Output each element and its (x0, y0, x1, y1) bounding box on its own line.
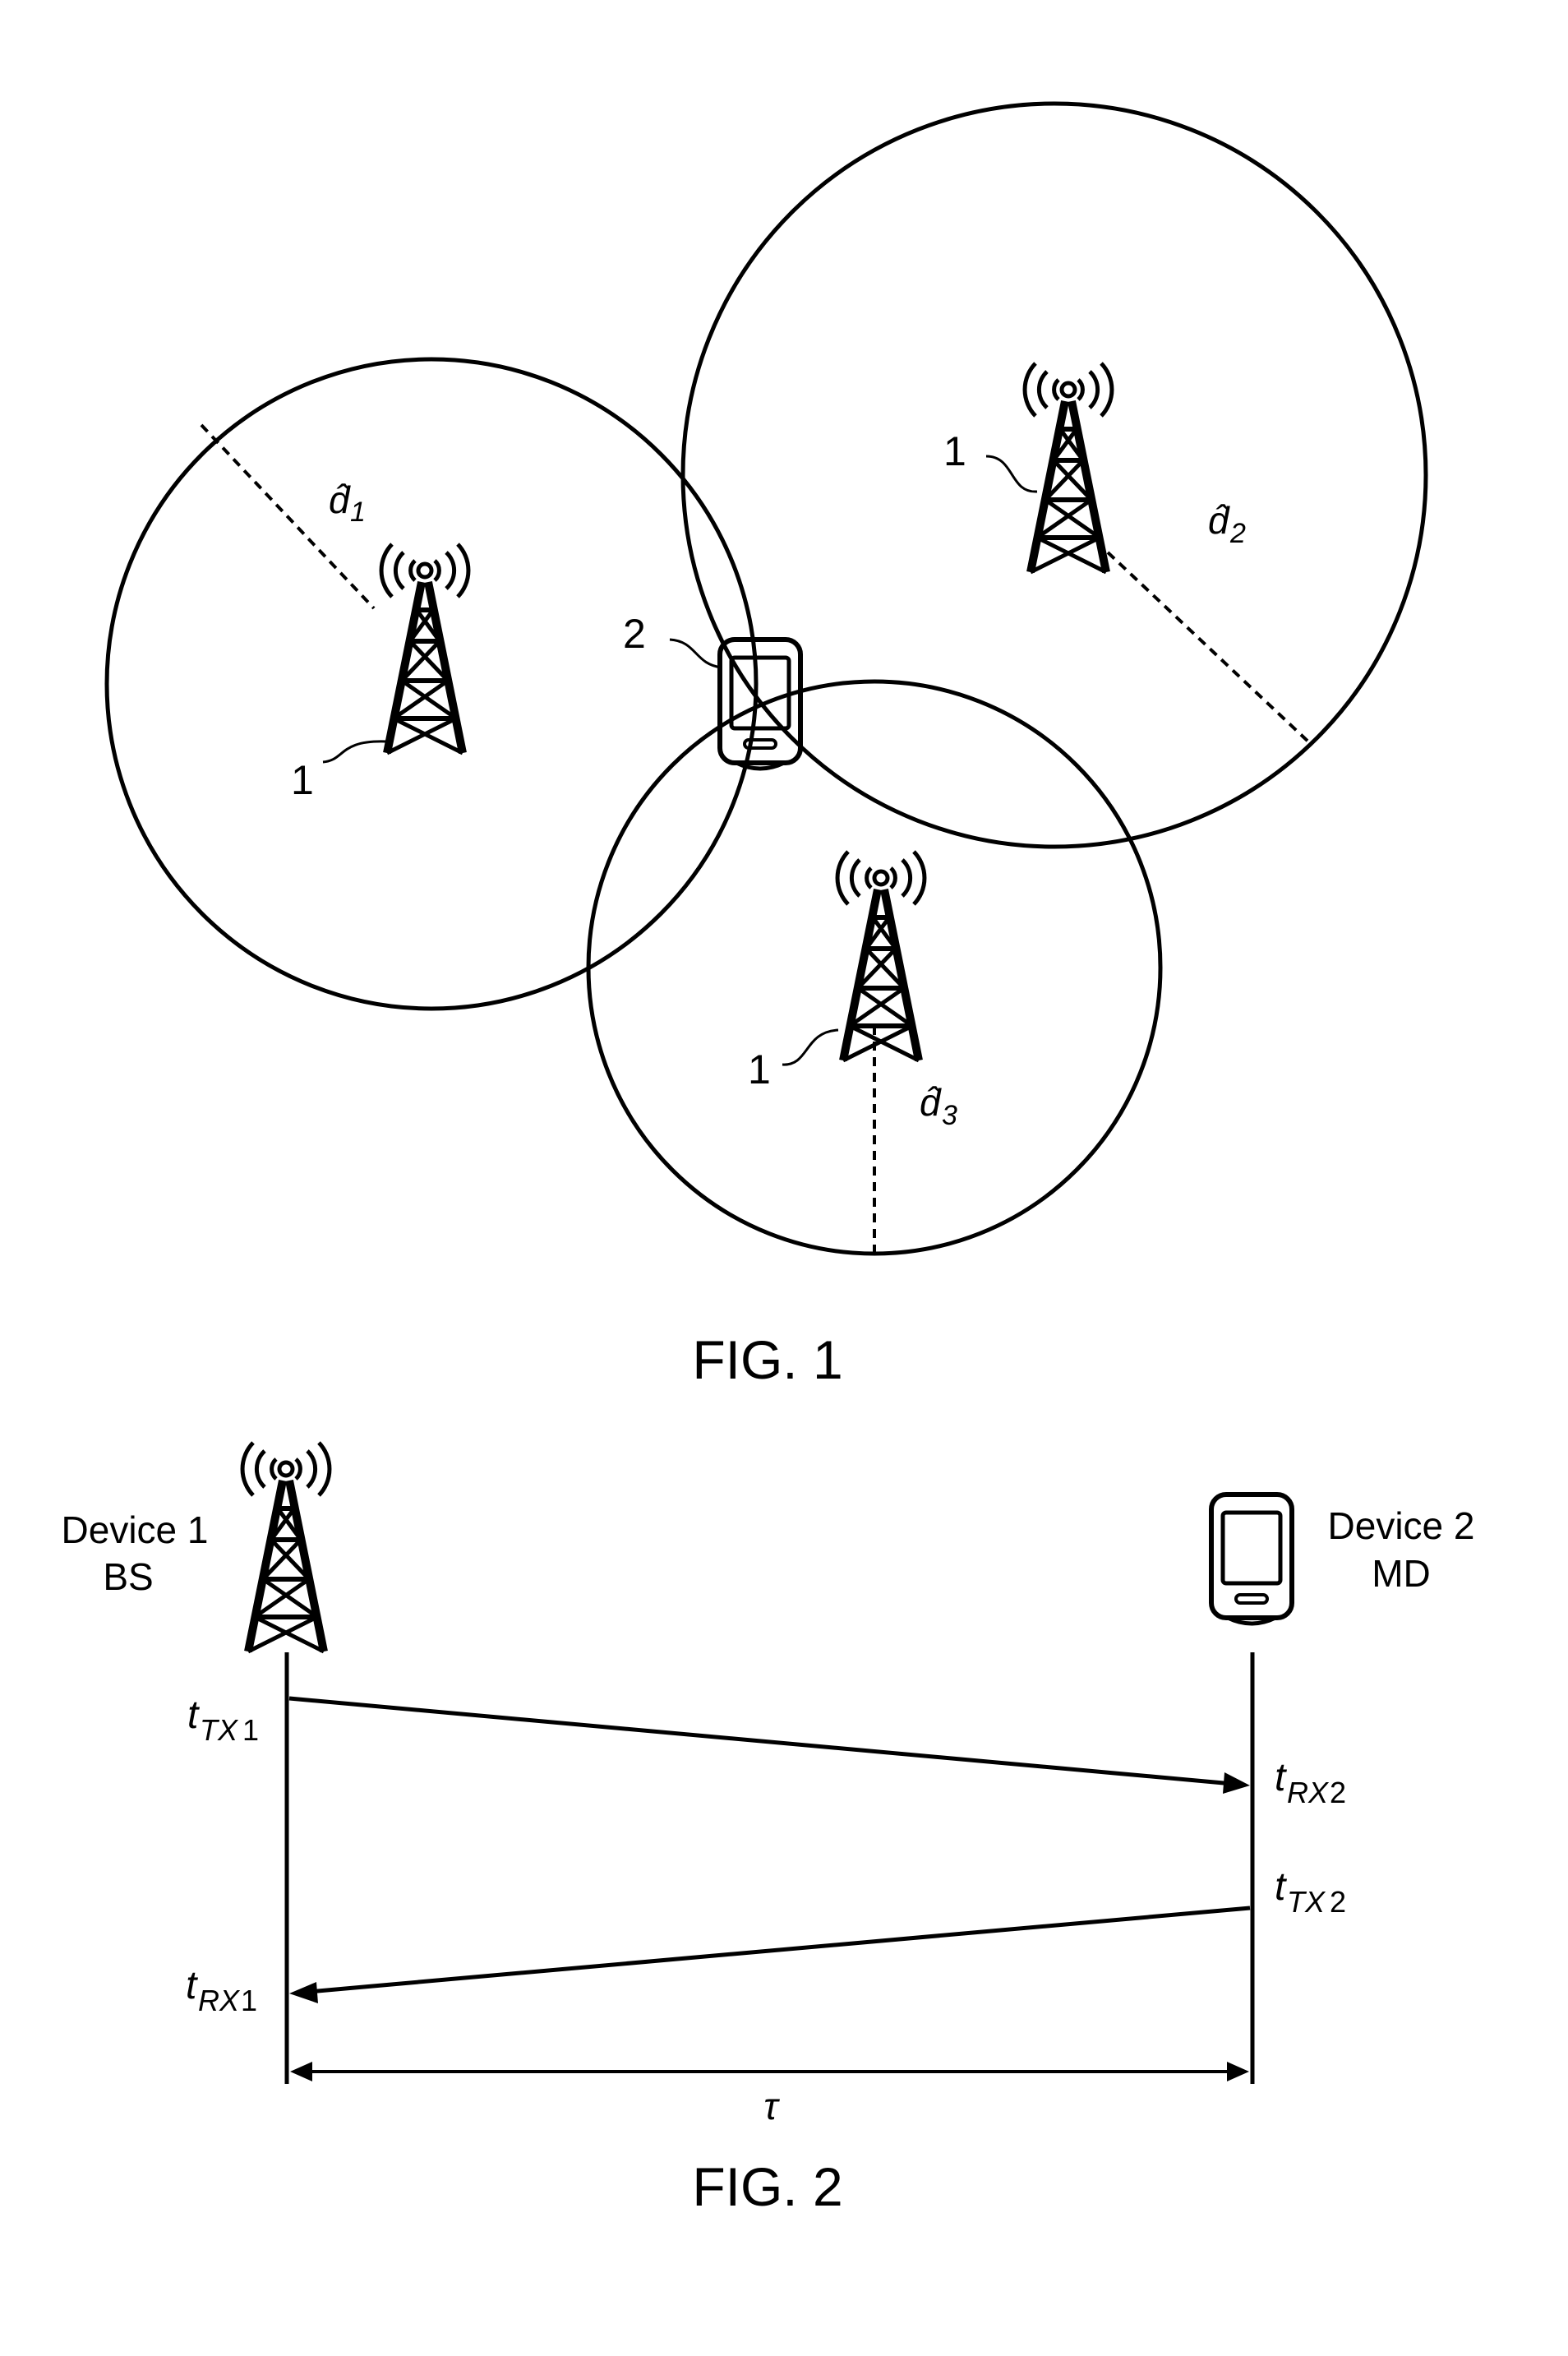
mobile-device-icon (1211, 1494, 1292, 1624)
svg-text:d: d (1208, 499, 1230, 542)
arrowhead (1227, 2062, 1249, 2081)
svg-text:RX: RX (1287, 1776, 1330, 1809)
leader-line (323, 741, 386, 762)
cell-tower-icon (1025, 363, 1112, 572)
time-label-rx2: t RX 2 (1275, 1756, 1346, 1809)
distance-line-2 (1108, 552, 1311, 744)
svg-text:t: t (1275, 1865, 1287, 1909)
svg-text:t: t (186, 1964, 198, 2007)
cell-tower-icon (837, 852, 925, 1060)
device-label: 2 (623, 611, 646, 657)
tower-label-1: 1 (291, 757, 314, 803)
svg-text:t: t (187, 1693, 200, 1737)
figure-2-caption: FIG. 2 (692, 2156, 842, 2217)
svg-text:TX: TX (200, 1713, 239, 1747)
cell-tower-icon (242, 1443, 330, 1652)
leader-line (986, 456, 1037, 492)
device-2-type: MD (1372, 1552, 1431, 1595)
leader-line (782, 1030, 838, 1065)
tau-label: τ (763, 2085, 780, 2127)
svg-text:1: 1 (241, 1984, 257, 2017)
distance-label-2: ˆ d 2 (1208, 498, 1246, 549)
tower-label-2: 1 (943, 428, 966, 474)
leader-line (670, 640, 722, 668)
arrowhead (289, 1982, 318, 2003)
cell-tower-icon (381, 544, 468, 753)
distance-label-3: ˆ d 3 (920, 1080, 957, 1131)
time-label-tx2: t TX 2 (1275, 1865, 1346, 1919)
device-1-name: Device 1 (62, 1508, 209, 1551)
distance-label-1: ˆ d 1 (329, 478, 366, 528)
svg-text:1: 1 (350, 497, 366, 528)
svg-text:2: 2 (1330, 1885, 1346, 1919)
coverage-circle-2 (683, 104, 1426, 847)
time-label-tx1: t TX 1 (187, 1693, 259, 1747)
figure-1: 1 1 1 2 ˆ d 1 ˆ d 2 ˆ d 3 FIG. 1 (107, 104, 1426, 1390)
svg-text:TX: TX (1287, 1885, 1326, 1919)
arrowhead (1223, 1772, 1250, 1794)
figure-1-caption: FIG. 1 (692, 1329, 842, 1390)
svg-text:1: 1 (242, 1713, 259, 1747)
tower-label-3: 1 (748, 1046, 771, 1093)
message-arrow-return (308, 1908, 1250, 1992)
svg-text:3: 3 (942, 1100, 957, 1131)
message-arrow-forward (289, 1698, 1233, 1784)
svg-text:2: 2 (1229, 518, 1246, 549)
device-2-name: Device 2 (1328, 1504, 1475, 1547)
device-1-type: BS (103, 1555, 153, 1598)
time-label-rx1: t RX 1 (186, 1964, 257, 2017)
svg-text:d: d (920, 1081, 942, 1124)
svg-text:2: 2 (1330, 1776, 1346, 1809)
svg-text:t: t (1275, 1756, 1287, 1799)
svg-text:RX: RX (198, 1984, 241, 2017)
arrowhead (290, 2062, 312, 2081)
figure-2: Device 1 BS Device 2 MD τ t TX 1 t RX 2 … (62, 1443, 1475, 2217)
svg-text:d: d (329, 478, 351, 521)
coverage-circle-1 (107, 359, 756, 1009)
